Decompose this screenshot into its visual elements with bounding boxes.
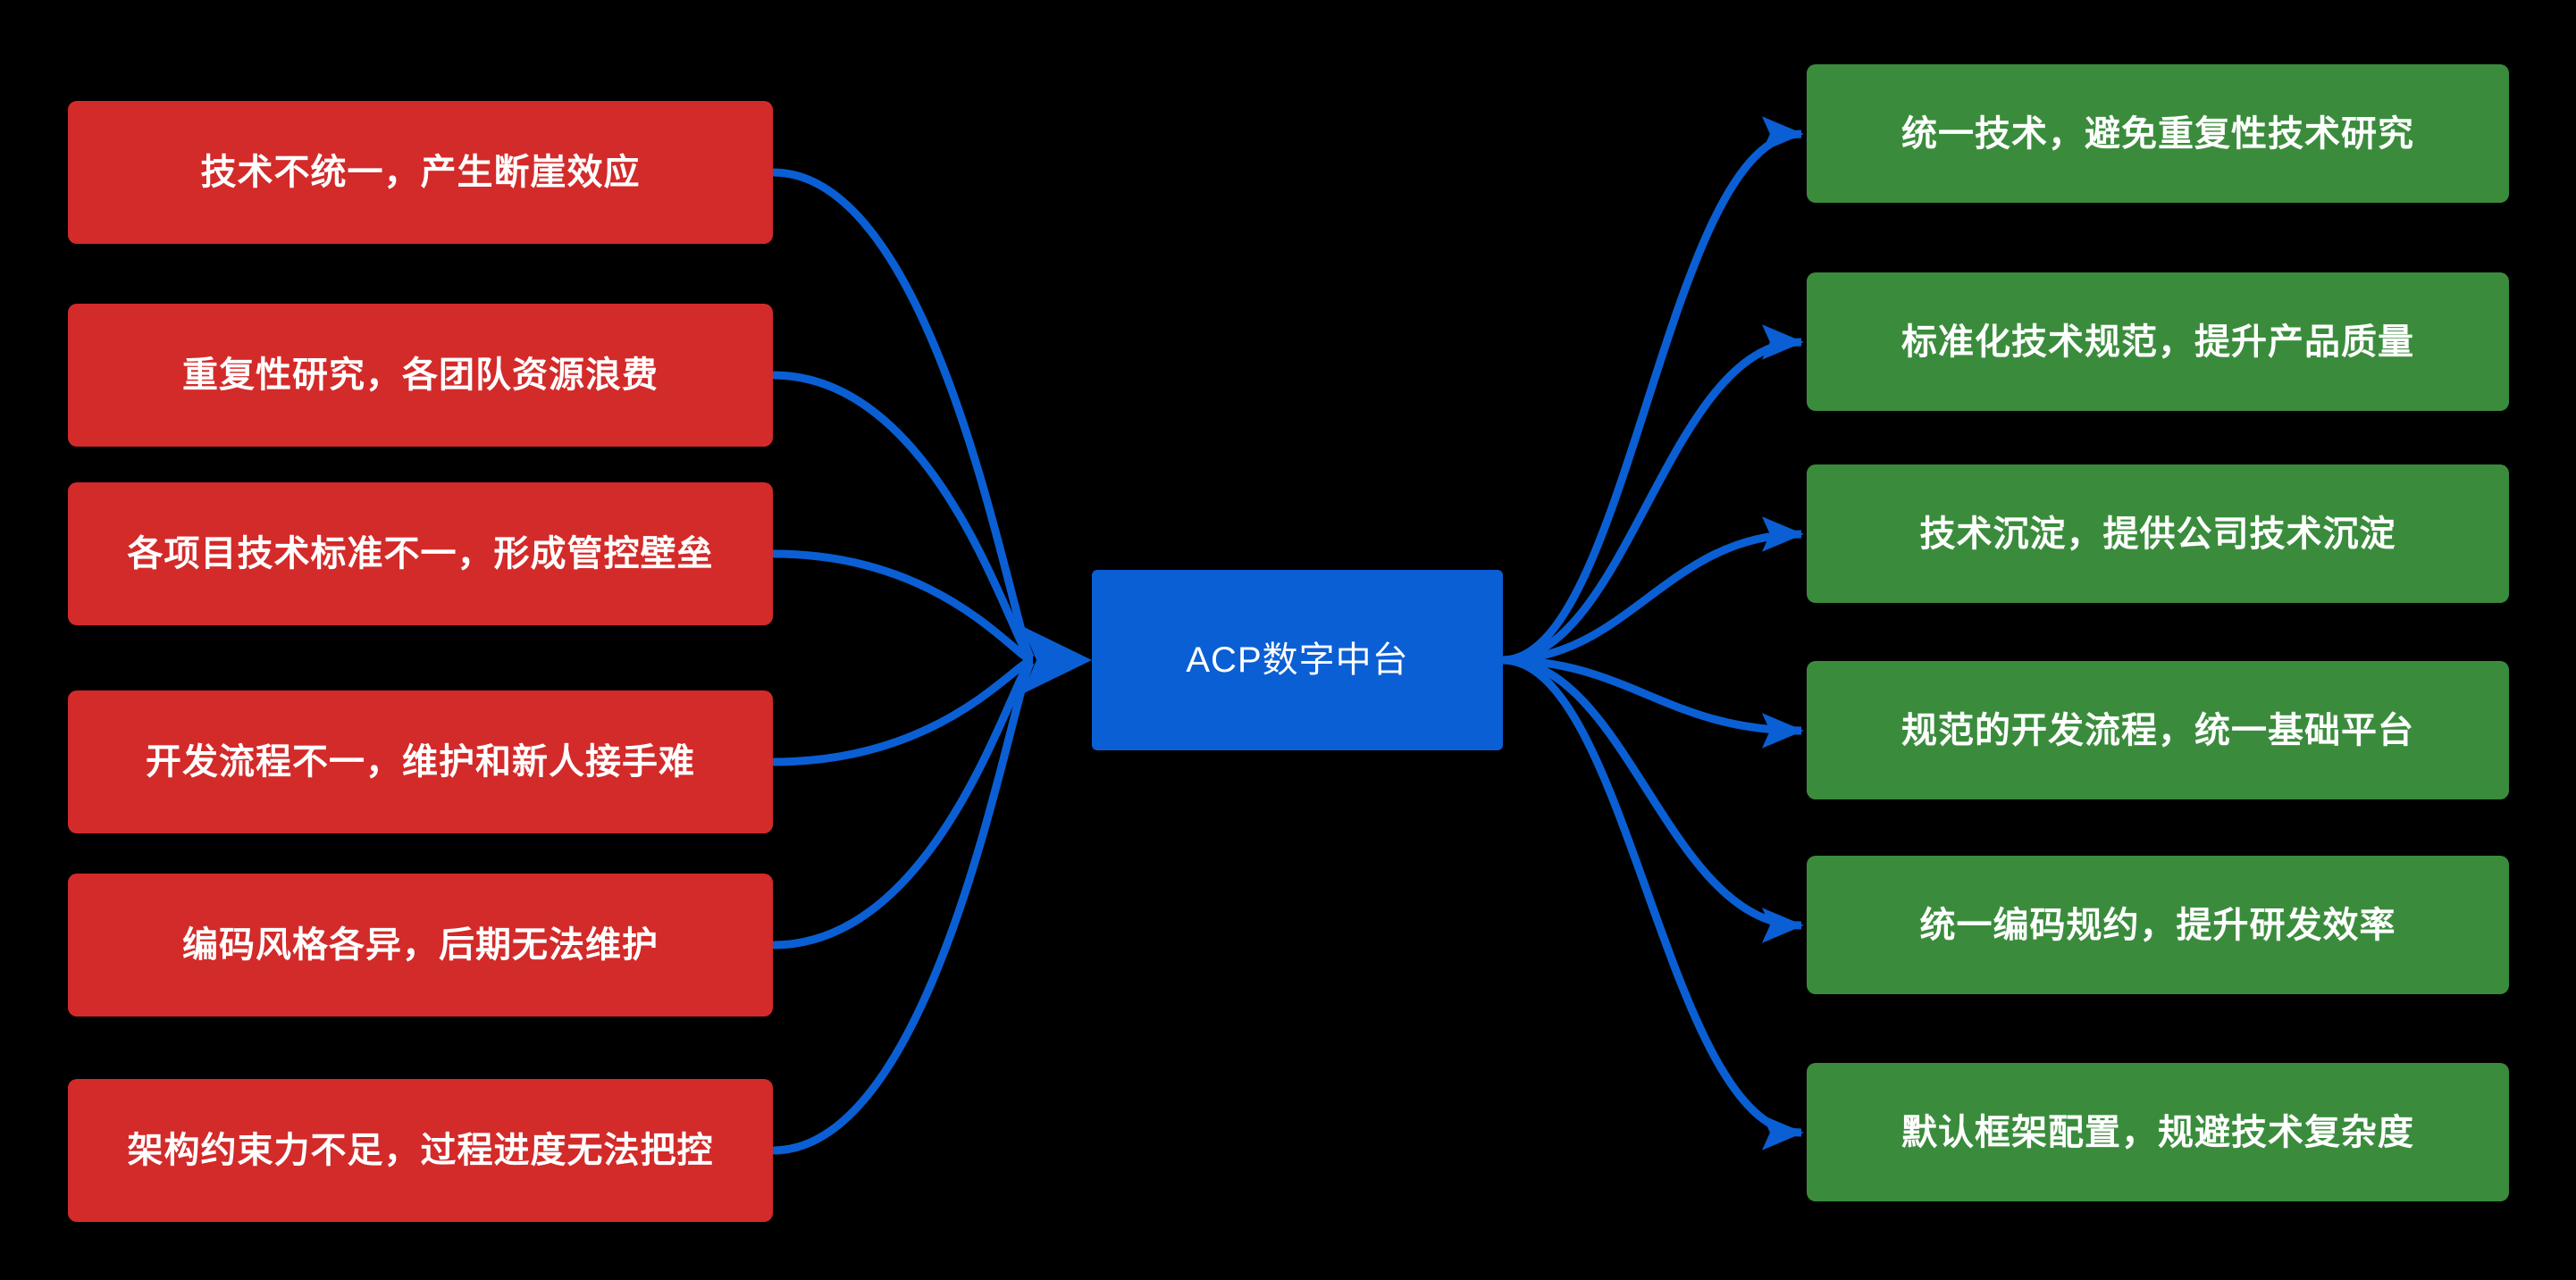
benefit-node-label: 统一编码规约，提升研发效率 [1919,905,2396,945]
problem-node-6[interactable]: 架构约束力不足，过程进度无法把控 [68,1079,773,1222]
benefit-node-2[interactable]: 标准化技术规范，提升产品质量 [1807,272,2509,411]
problem-node-4[interactable]: 开发流程不一，维护和新人接手难 [68,690,773,833]
benefit-node-label: 标准化技术规范，提升产品质量 [1901,322,2414,362]
benefit-node-5[interactable]: 统一编码规约，提升研发效率 [1807,856,2509,994]
problem-node-3[interactable]: 各项目技术标准不一，形成管控壁垒 [68,482,773,625]
benefit-node-4[interactable]: 规范的开发流程，统一基础平台 [1807,661,2509,799]
center-node-label: ACP数字中台 [1186,640,1409,680]
benefit-node-label: 统一技术，避免重复性技术研究 [1901,113,2414,154]
benefit-node-label: 规范的开发流程，统一基础平台 [1901,710,2414,750]
problem-node-label: 重复性研究，各团队资源浪费 [182,356,659,395]
benefit-node-label: 默认框架配置，规避技术复杂度 [1901,1112,2414,1152]
benefit-node-1[interactable]: 统一技术，避免重复性技术研究 [1807,64,2509,203]
problem-node-label: 开发流程不一，维护和新人接手难 [146,742,695,782]
problem-node-2[interactable]: 重复性研究，各团队资源浪费 [68,304,773,447]
problem-node-label: 架构约束力不足，过程进度无法把控 [127,1131,714,1170]
problem-node-label: 编码风格各异，后期无法维护 [182,925,659,965]
problem-node-label: 各项目技术标准不一，形成管控壁垒 [127,534,714,573]
benefit-node-6[interactable]: 默认框架配置，规避技术复杂度 [1807,1063,2509,1201]
problem-node-label: 技术不统一，产生断崖效应 [200,153,641,192]
problem-node-5[interactable]: 编码风格各异，后期无法维护 [68,874,773,1016]
benefit-node-label: 技术沉淀，提供公司技术沉淀 [1919,514,2396,554]
center-node-acp-platform[interactable]: ACP数字中台 [1092,570,1503,750]
problem-node-1[interactable]: 技术不统一，产生断崖效应 [68,101,773,244]
benefit-node-3[interactable]: 技术沉淀，提供公司技术沉淀 [1807,464,2509,603]
